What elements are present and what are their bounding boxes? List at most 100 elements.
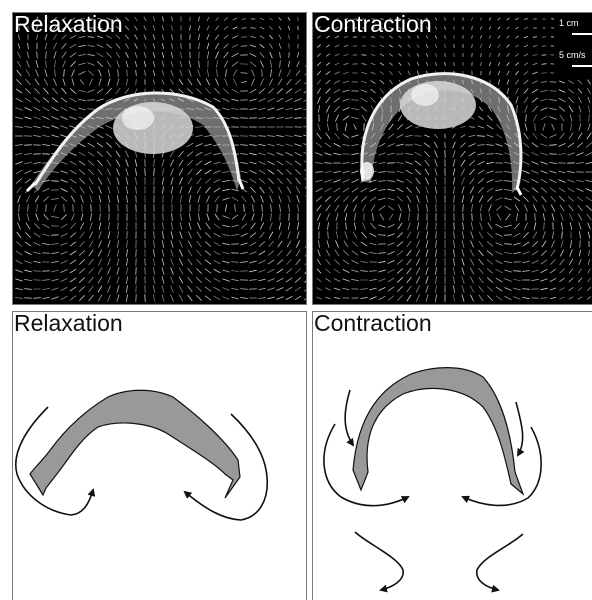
velocity-vector <box>242 196 246 202</box>
velocity-vector <box>317 62 320 65</box>
velocity-vector <box>578 278 581 282</box>
velocity-vector <box>163 223 164 230</box>
velocity-vector <box>118 232 119 239</box>
velocity-vector <box>223 180 230 181</box>
velocity-vector <box>343 116 349 120</box>
velocity-vector <box>268 144 275 146</box>
velocity-vector <box>462 232 463 239</box>
velocity-vector <box>426 196 428 203</box>
velocity-vector <box>478 170 484 174</box>
velocity-vector <box>578 214 582 220</box>
velocity-vector <box>304 108 307 109</box>
velocity-vector <box>17 232 21 238</box>
velocity-vector <box>569 205 573 211</box>
velocity-vector <box>52 279 59 281</box>
velocity-vector <box>399 63 401 66</box>
velocity-vector <box>260 223 263 229</box>
velocity-vector <box>154 160 155 167</box>
velocity-vector <box>288 232 290 239</box>
velocity-vector <box>44 79 47 85</box>
velocity-vector <box>516 63 519 66</box>
velocity-vector <box>426 259 428 266</box>
velocity-vector <box>327 124 328 131</box>
velocity-vector <box>70 242 76 246</box>
velocity-vector <box>79 45 86 46</box>
velocity-vector <box>524 97 528 103</box>
velocity-vector <box>499 80 500 84</box>
velocity-vector <box>270 223 272 230</box>
velocity-vector <box>98 259 101 265</box>
velocity-vector <box>514 279 521 280</box>
velocity-vector <box>415 152 421 155</box>
velocity-vector <box>286 161 292 165</box>
velocity-vector <box>489 36 491 39</box>
velocity-vector <box>334 298 339 299</box>
velocity-vector <box>318 45 321 48</box>
velocity-vector <box>223 243 230 245</box>
velocity-vector <box>379 296 385 299</box>
velocity-vector <box>335 260 340 265</box>
velocity-vector <box>233 70 236 76</box>
velocity-vector <box>70 89 75 94</box>
velocity-vector <box>344 72 349 73</box>
velocity-vector <box>172 26 173 31</box>
velocity-vector <box>196 127 203 128</box>
velocity-vector <box>488 287 493 292</box>
velocity-vector <box>43 145 50 146</box>
velocity-vector <box>241 73 247 74</box>
velocity-vector <box>462 295 464 302</box>
velocity-vector <box>353 232 356 238</box>
velocity-vector <box>199 61 200 68</box>
velocity-vector <box>34 126 41 128</box>
velocity-vector <box>488 116 492 121</box>
velocity-vector <box>206 233 211 238</box>
velocity-vector <box>171 241 173 248</box>
velocity-vector <box>215 43 218 48</box>
velocity-vector <box>325 188 331 192</box>
velocity-vector <box>306 205 307 212</box>
velocity-vector <box>505 296 511 299</box>
velocity-vector <box>343 171 350 173</box>
velocity-vector <box>524 36 527 37</box>
velocity-vector <box>453 134 455 138</box>
velocity-vector <box>560 269 565 273</box>
velocity-vector <box>188 250 192 256</box>
velocity-vector <box>560 133 564 138</box>
velocity-vector <box>516 45 519 47</box>
velocity-vector <box>259 118 266 119</box>
velocity-vector <box>188 286 192 292</box>
velocity-vector <box>496 134 502 138</box>
velocity-vector <box>496 224 502 227</box>
velocity-vector <box>36 214 39 220</box>
velocity-vector <box>496 287 502 291</box>
velocity-vector <box>34 117 41 119</box>
velocity-vector <box>80 241 85 246</box>
velocity-vector <box>316 172 323 173</box>
velocity-vector <box>343 134 349 138</box>
velocity-vector <box>61 197 66 201</box>
velocity-vector <box>261 79 264 85</box>
velocity-vector <box>278 178 283 183</box>
velocity-vector <box>334 188 340 192</box>
velocity-vector <box>426 277 428 284</box>
velocity-vector <box>498 27 500 29</box>
velocity-vector <box>379 270 386 272</box>
velocity-vector <box>379 198 386 200</box>
velocity-vector <box>552 232 553 239</box>
velocity-vector <box>99 196 101 203</box>
velocity-vector <box>370 189 376 192</box>
velocity-vector <box>126 52 129 57</box>
velocity-vector <box>425 169 429 175</box>
velocity-vector <box>327 214 330 221</box>
velocity-vector <box>187 152 192 156</box>
velocity-vector <box>560 259 564 265</box>
velocity-vector <box>259 153 266 155</box>
velocity-vector <box>445 27 446 30</box>
velocity-vector <box>260 232 264 237</box>
velocity-vector <box>478 179 483 184</box>
velocity-vector <box>162 295 164 302</box>
velocity-vector <box>343 188 349 192</box>
velocity-vector <box>388 261 394 264</box>
velocity-vector <box>388 287 394 291</box>
velocity-vector <box>352 261 358 264</box>
